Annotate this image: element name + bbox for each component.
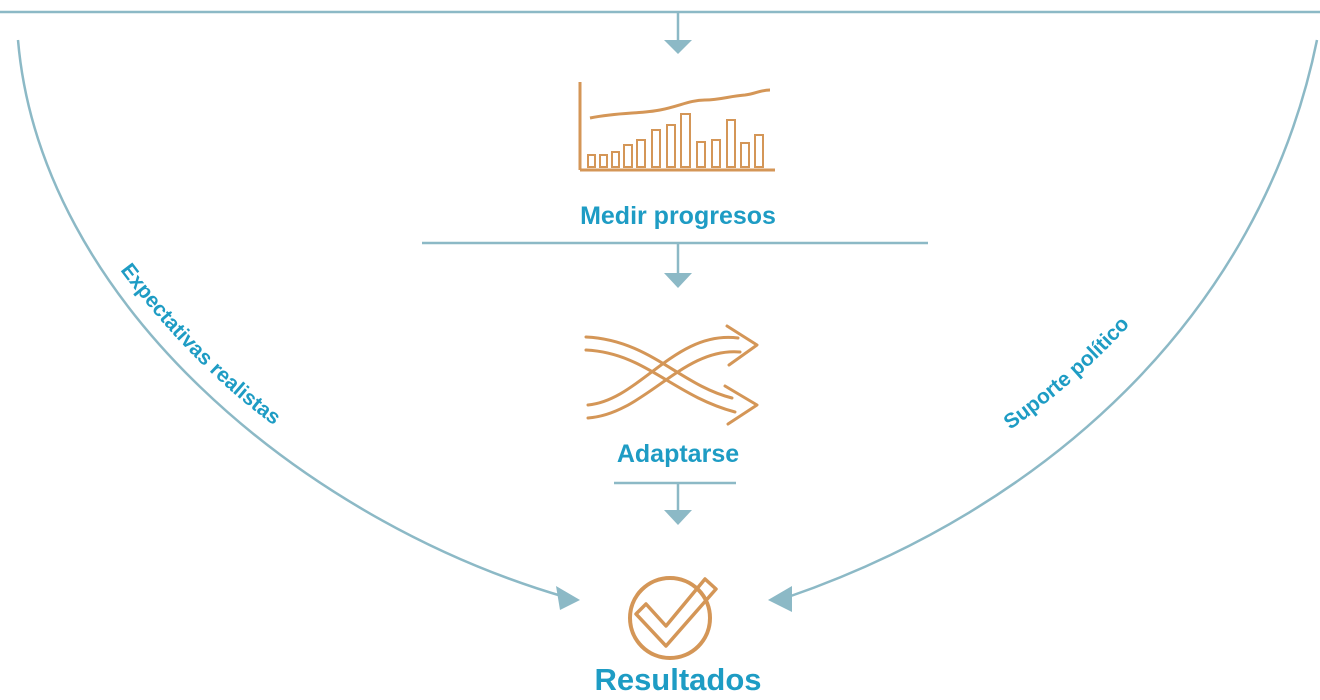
check-circle-icon [628,576,718,660]
left-arc-arrow [16,39,580,610]
right-arc-arrow [768,39,1319,612]
step-label-resultados: Resultados [594,662,761,697]
crossing-arrows-icon [584,324,759,426]
left-arc-label: Expectativas realistas [116,259,285,429]
down-arrow-1 [664,12,692,54]
step-label-medir: Medir progresos [580,202,776,230]
down-arrow-3 [664,483,692,525]
right-arc-label: Suporte político [1000,312,1134,434]
step-label-adaptarse: Adaptarse [617,440,739,468]
down-arrow-2 [664,243,692,288]
bar-chart-icon [578,82,775,172]
